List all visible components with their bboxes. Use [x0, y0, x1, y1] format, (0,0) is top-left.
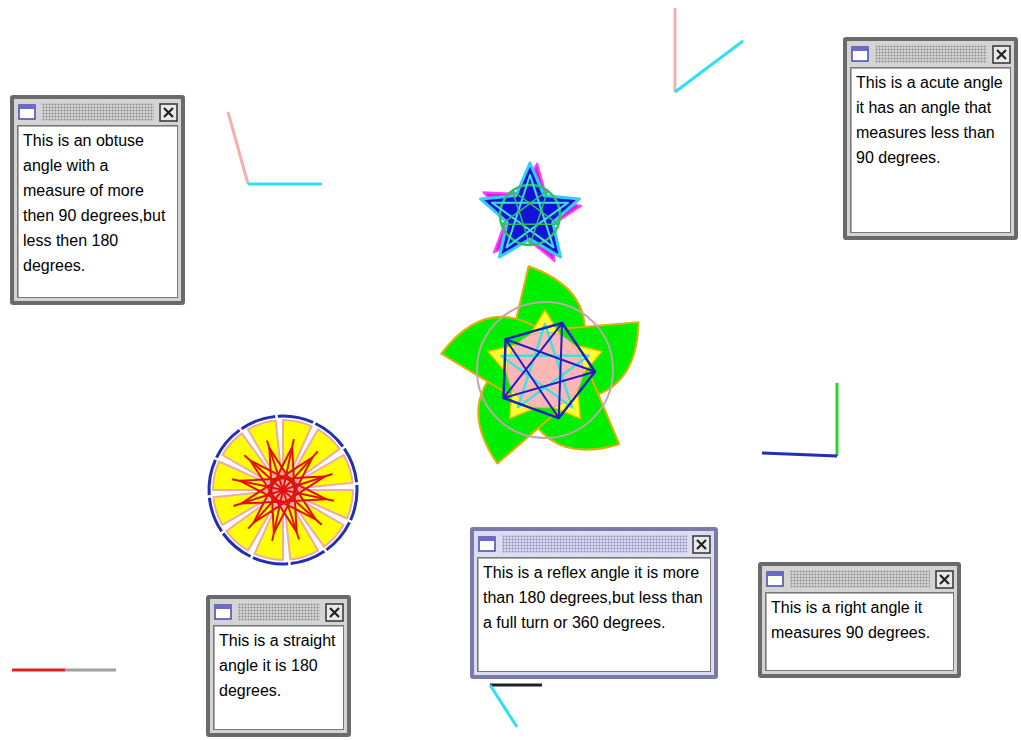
window-icon — [213, 602, 233, 622]
angle-ray — [836, 383, 839, 456]
title-bar — [14, 99, 181, 125]
angle-ray — [675, 41, 743, 92]
flower-lines — [504, 323, 595, 418]
icon-bar — [852, 47, 868, 51]
pinwheel-edge — [209, 498, 221, 532]
dialog-window: This is an obtuse angle with a measure o… — [10, 95, 185, 305]
pinwheel-spoke — [234, 490, 283, 506]
pinwheel-edge — [242, 416, 276, 428]
title-texture — [238, 603, 320, 621]
message-area: This is a right angle it measures 90 deg… — [765, 592, 954, 671]
close-cross — [940, 575, 949, 584]
dialog-window: This is a reflex angle it is more than 1… — [470, 527, 718, 679]
window-icon — [850, 44, 870, 64]
pinwheel-spoke — [272, 490, 283, 541]
flower-star — [488, 310, 602, 419]
pinwheel-spoke — [283, 439, 294, 490]
icon-frame — [767, 572, 783, 586]
title-texture — [502, 535, 687, 553]
dialog-window: This is a right angle it measures 90 deg… — [758, 562, 961, 678]
message-text: This is a straight angle it is 180 degre… — [219, 628, 338, 703]
angle-ray — [12, 669, 65, 672]
icon-bar — [479, 537, 495, 541]
message-text: This is a reflex angle it is more than 1… — [483, 560, 705, 635]
close-button — [992, 45, 1011, 64]
pinwheel-edge — [315, 423, 342, 446]
window-icon — [477, 534, 497, 554]
angle-ray — [490, 685, 517, 727]
pinwheel-edge — [216, 430, 239, 457]
message-area: This is an obtuse angle with a measure o… — [17, 125, 178, 298]
title-texture — [42, 103, 154, 121]
close-frame — [993, 46, 1010, 63]
pinwheel-edge — [351, 485, 357, 520]
angle-ray — [228, 112, 248, 184]
title-bar — [762, 566, 957, 592]
close-frame — [936, 571, 953, 588]
close-button — [935, 570, 954, 589]
message-area: This is a acute angle it has an angle th… — [850, 67, 1011, 233]
title-texture — [790, 570, 930, 588]
pinwheel-spoke — [283, 490, 299, 539]
message-text: This is a right angle it measures 90 deg… — [771, 595, 948, 645]
pinwheel-edge — [278, 416, 313, 422]
icon-frame — [479, 537, 495, 551]
pinwheel-spoke — [283, 490, 334, 501]
close-frame — [326, 604, 343, 621]
message-area: This is a reflex angle it is more than 1… — [477, 557, 711, 672]
decoration — [209, 163, 639, 564]
pinwheel-spoke — [232, 479, 283, 490]
pinwheel-edge — [209, 460, 215, 495]
close-frame — [160, 104, 177, 121]
angle-ray — [490, 684, 542, 687]
star-lines — [492, 175, 568, 247]
angle-ray — [674, 8, 677, 92]
close-button — [325, 603, 344, 622]
pinwheel-edge — [253, 558, 288, 564]
angle-ray — [248, 183, 322, 186]
title-bar — [847, 41, 1014, 67]
pinwheel-edge — [326, 522, 349, 549]
message-area: This is a straight angle it is 180 degre… — [213, 625, 344, 730]
pinwheel-spoke — [283, 474, 332, 490]
icon-bar — [767, 572, 783, 576]
flower-lines — [504, 323, 595, 418]
close-cross — [330, 608, 339, 617]
icon-frame — [215, 605, 231, 619]
pinwheel-edge — [291, 551, 325, 563]
flower-ring — [477, 302, 613, 438]
close-button — [159, 103, 178, 122]
close-frame — [693, 536, 710, 553]
close-button — [692, 535, 711, 554]
icon-bar — [19, 105, 35, 109]
message-text: This is an obtuse angle with a measure o… — [23, 128, 172, 278]
pinwheel-spoke — [267, 441, 283, 490]
title-bar — [210, 599, 347, 625]
window-icon — [765, 569, 785, 589]
star-lines — [501, 191, 558, 245]
close-cross — [164, 108, 173, 117]
message-text: This is a acute angle it has an angle th… — [856, 70, 1005, 170]
pinwheel-edge — [344, 449, 356, 483]
window-icon — [17, 102, 37, 122]
title-bar — [474, 531, 714, 557]
dialog-window: This is a straight angle it is 180 degre… — [206, 595, 351, 737]
dialog-window: This is a acute angle it has an angle th… — [843, 37, 1018, 240]
angle-ray — [762, 453, 837, 456]
pinwheel-edge — [223, 533, 250, 556]
angle-ray — [65, 669, 116, 672]
icon-bar — [215, 605, 231, 609]
icon-frame — [852, 47, 868, 61]
close-cross — [697, 540, 706, 549]
star-shape — [481, 163, 580, 257]
icon-frame — [19, 105, 35, 119]
close-cross — [997, 50, 1006, 59]
title-texture — [875, 45, 987, 63]
